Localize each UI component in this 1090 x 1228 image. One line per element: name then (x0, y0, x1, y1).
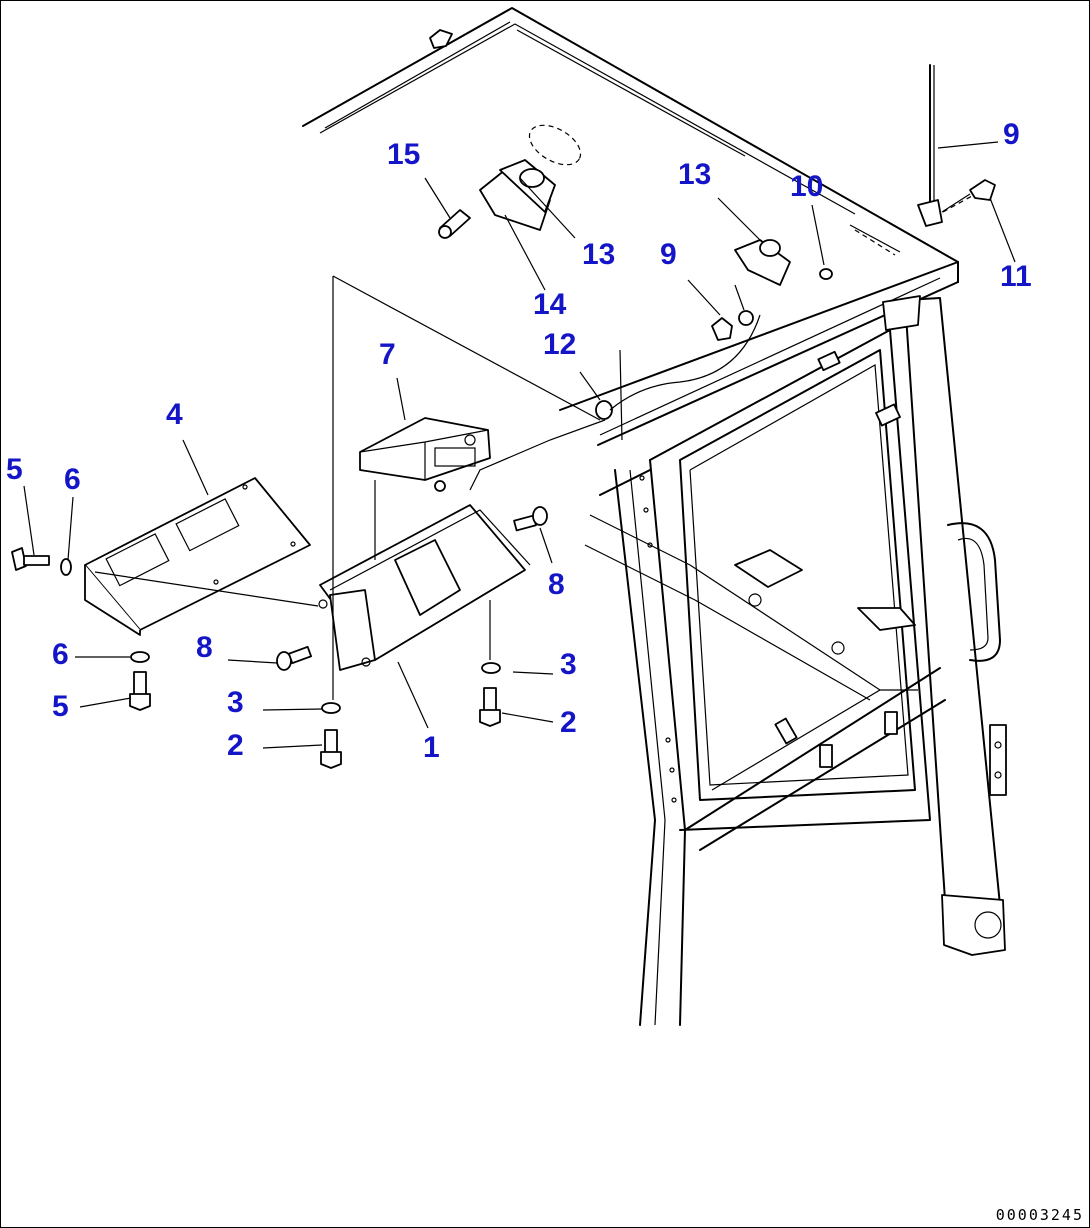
callout-9-antenna: 9 (1003, 118, 1020, 151)
speaker-assemblies (479, 124, 791, 286)
callout-5-lower: 5 (52, 690, 69, 723)
callout-14: 14 (533, 288, 567, 321)
callout-3-right: 3 (560, 648, 577, 681)
callout-10: 10 (790, 170, 824, 203)
cab-frame (584, 295, 1007, 1026)
callout-1: 1 (423, 731, 440, 764)
callout-4: 4 (166, 398, 183, 431)
callout-3-left: 3 (227, 686, 244, 719)
callout-11: 11 (1000, 260, 1032, 293)
cab-roof (302, 7, 959, 446)
radio-unit (359, 417, 491, 492)
callout-13-right: 13 (678, 158, 712, 191)
small-hardware (438, 209, 833, 491)
callout-8-right: 8 (548, 568, 565, 601)
cover-plate (84, 477, 311, 636)
callout-2-right: 2 (560, 706, 577, 739)
callout-6-upper: 6 (64, 463, 81, 496)
callout-8-left: 8 (196, 631, 213, 664)
callout-5-upper: 5 (6, 453, 23, 486)
callout-6-lower: 6 (52, 638, 69, 671)
callout-13-left: 13 (582, 238, 616, 271)
callout-15: 15 (387, 138, 421, 171)
callout-12: 12 (543, 328, 577, 361)
drawing-number: 00003245 (995, 1206, 1084, 1224)
callout-2-left: 2 (227, 729, 244, 762)
callout-9-nut: 9 (660, 238, 677, 271)
callout-7: 7 (379, 338, 396, 371)
antenna (917, 64, 996, 227)
bolts-and-washers (11, 275, 601, 769)
leader-lines (23, 141, 1016, 749)
mounting-bracket (318, 480, 531, 671)
